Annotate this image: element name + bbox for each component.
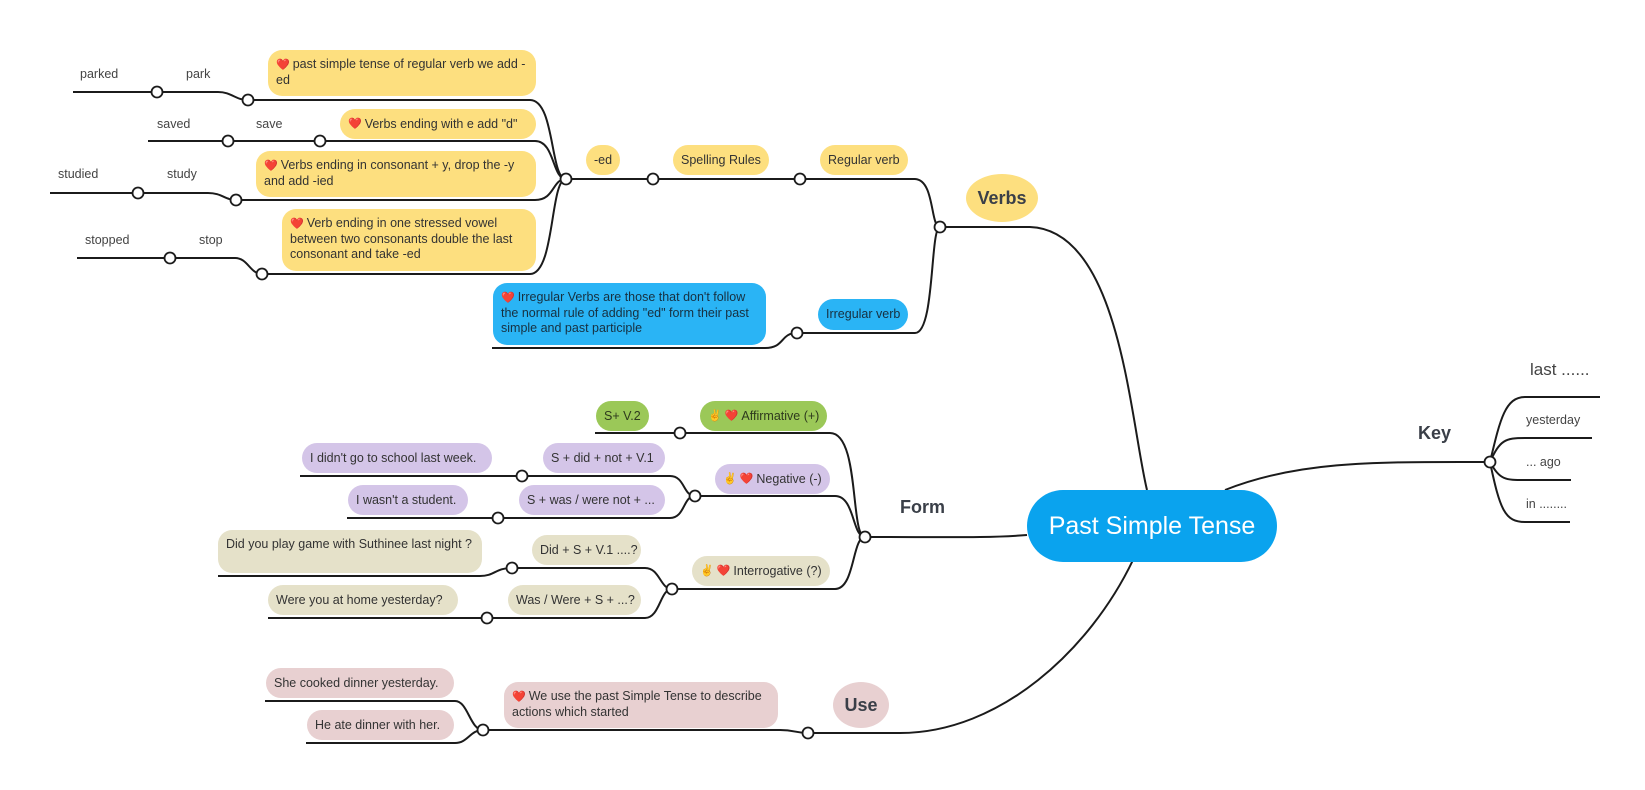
key-item-in[interactable]: in ........ bbox=[1526, 496, 1567, 511]
example-base-study[interactable]: study bbox=[167, 166, 197, 181]
rule-ied[interactable]: ❤️Verbs ending in consonant + y, drop th… bbox=[256, 151, 536, 197]
hand-icon: ✌ bbox=[700, 564, 714, 577]
example-base-save[interactable]: save bbox=[256, 116, 283, 131]
ed-node[interactable]: -ed bbox=[586, 145, 621, 175]
heart-icon: ❤️ bbox=[724, 409, 739, 422]
interrogative-formula-did[interactable]: Did + S + V.1 ....? bbox=[532, 535, 641, 565]
interrogative-example-did[interactable]: Did you play game with Suthinee last nig… bbox=[218, 530, 482, 573]
heart-icon: ❤️ bbox=[512, 691, 526, 703]
hand-icon: ✌ bbox=[723, 472, 737, 485]
interrogative-example-was[interactable]: Were you at home yesterday? bbox=[268, 585, 458, 615]
branch-use[interactable]: Use bbox=[833, 682, 889, 728]
affirmative-formula[interactable]: S+ V.2 bbox=[596, 401, 649, 431]
branch-key[interactable]: Key bbox=[1418, 422, 1452, 443]
branch-form[interactable]: Form bbox=[900, 496, 945, 517]
negative-formula-was[interactable]: S + was / were not + ... bbox=[519, 485, 665, 515]
heart-icon: ❤️ bbox=[290, 218, 304, 230]
use-example-ate[interactable]: He ate dinner with her. bbox=[307, 710, 454, 740]
rule-add-d[interactable]: ❤️Verbs ending with e add "d" bbox=[340, 109, 536, 139]
use-description[interactable]: ❤️We use the past Simple Tense to descri… bbox=[504, 682, 778, 728]
affirmative-node[interactable]: ✌❤️Affirmative (+) bbox=[700, 401, 828, 431]
heart-icon: ❤️ bbox=[501, 292, 515, 304]
hand-icon: ✌ bbox=[708, 409, 722, 422]
key-item-last[interactable]: last ...... bbox=[1530, 359, 1590, 379]
negative-example-did[interactable]: I didn't go to school last week. bbox=[302, 443, 492, 473]
example-past-saved[interactable]: saved bbox=[157, 116, 191, 131]
key-item-ago[interactable]: ... ago bbox=[1526, 454, 1561, 469]
irregular-verb-desc[interactable]: ❤️Irregular Verbs are those that don't f… bbox=[493, 283, 766, 345]
use-example-cooked[interactable]: She cooked dinner yesterday. bbox=[266, 668, 454, 698]
example-past-studied[interactable]: studied bbox=[58, 166, 99, 181]
heart-icon: ❤️ bbox=[348, 117, 362, 130]
branch-verbs[interactable]: Verbs bbox=[966, 174, 1038, 222]
example-base-park[interactable]: park bbox=[186, 66, 211, 81]
heart-icon: ❤️ bbox=[276, 59, 290, 71]
key-item-yesterday[interactable]: yesterday bbox=[1526, 412, 1581, 427]
spelling-rules-node[interactable]: Spelling Rules bbox=[673, 145, 769, 175]
interrogative-formula-was[interactable]: Was / Were + S + ...? bbox=[508, 585, 641, 615]
example-past-parked[interactable]: parked bbox=[80, 66, 119, 81]
negative-node[interactable]: ✌❤️Negative (-) bbox=[715, 464, 830, 494]
interrogative-node[interactable]: ✌❤️Interrogative (?) bbox=[692, 556, 830, 586]
negative-example-was[interactable]: I wasn't a student. bbox=[348, 485, 468, 515]
example-base-stop[interactable]: stop bbox=[199, 232, 223, 247]
heart-icon: ❤️ bbox=[739, 472, 754, 485]
negative-formula-did[interactable]: S + did + not + V.1 bbox=[543, 443, 665, 473]
heart-icon: ❤️ bbox=[264, 160, 278, 172]
regular-verb-node[interactable]: Regular verb bbox=[820, 145, 908, 175]
example-past-stopped[interactable]: stopped bbox=[85, 232, 130, 247]
central-topic[interactable]: Past Simple Tense bbox=[1027, 490, 1277, 562]
heart-icon: ❤️ bbox=[716, 564, 731, 577]
rule-add-ed[interactable]: ❤️past simple tense of regular verb we a… bbox=[268, 50, 536, 96]
rule-double-consonant[interactable]: ❤️Verb ending in one stressed vowel betw… bbox=[282, 209, 536, 271]
irregular-verb-node[interactable]: Irregular verb bbox=[818, 299, 909, 330]
